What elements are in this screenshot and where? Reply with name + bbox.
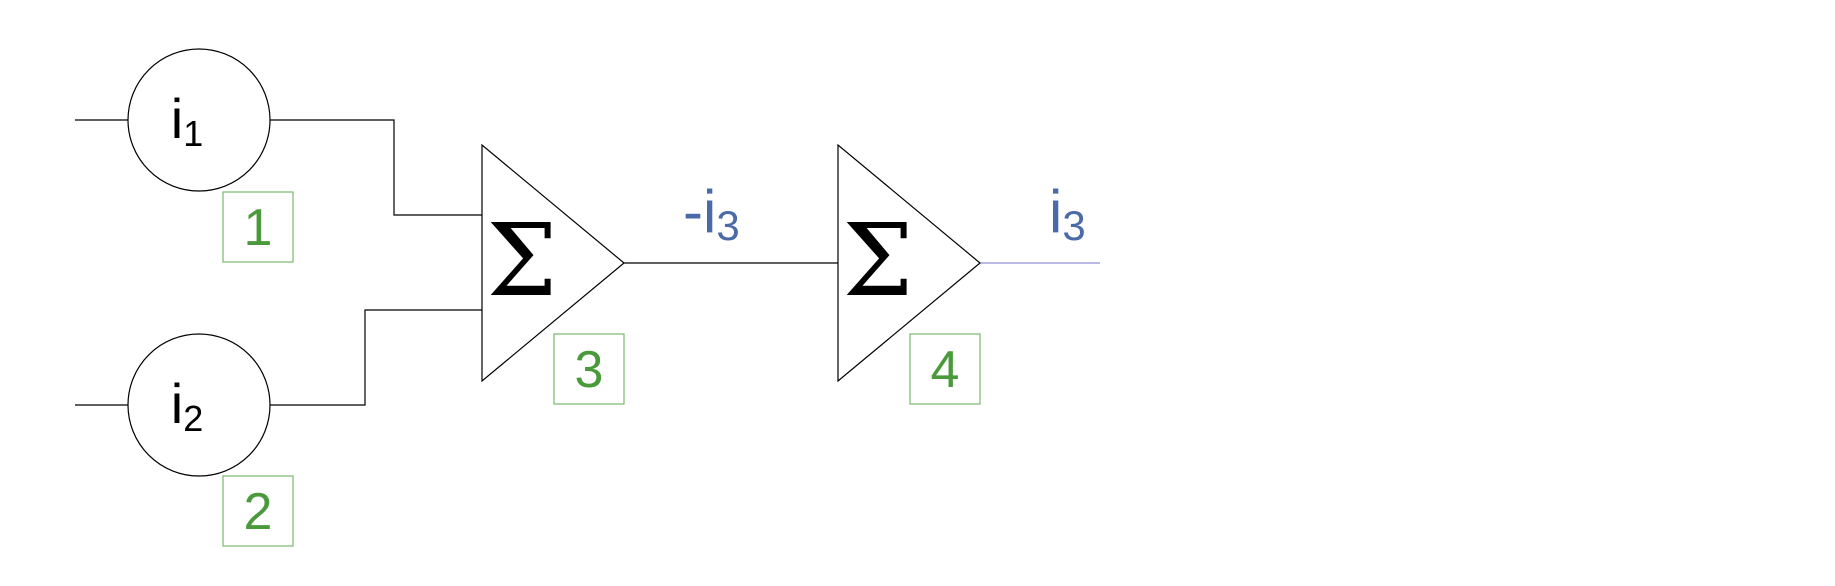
current-source-1: i1 1 [127, 48, 294, 263]
intermediate-signal-label: -i3 [683, 178, 740, 249]
source-1-to-summer-3-wire [270, 119, 482, 216]
source-1-label-sub: 1 [183, 113, 203, 154]
summing-junction-4: Σ 4 [837, 143, 981, 405]
summer-3-number-box [553, 333, 625, 405]
intermediate-signal-sub: 3 [716, 202, 739, 249]
output-signal-sub: 3 [1062, 202, 1085, 249]
summer-4-number: 4 [931, 341, 960, 399]
source-1-number: 1 [244, 199, 273, 257]
source-2-to-summer-3-wire [270, 309, 482, 406]
source-2-label-main: i [171, 372, 183, 435]
intermediate-signal-main: -i [683, 178, 716, 245]
source-2-circle [127, 333, 271, 477]
summer-3-number: 3 [575, 341, 604, 399]
source-1-label-main: i [171, 87, 183, 150]
source-1-circle [127, 48, 271, 192]
source-2-label: i2 [171, 372, 203, 439]
summer-4-triangle [837, 143, 981, 383]
output-signal-main: i [1049, 178, 1062, 245]
source-1-label: i1 [171, 87, 203, 154]
source-2-label-sub: 2 [183, 398, 203, 439]
summer-3-sigma-icon: Σ [487, 202, 558, 319]
source-2-number: 2 [244, 483, 273, 541]
source-2-number-box [222, 475, 294, 547]
output-signal-label: i3 [1049, 178, 1086, 249]
current-source-2: i2 2 [127, 333, 294, 547]
source-1-number-box [222, 191, 294, 263]
summer-3-triangle [481, 143, 625, 383]
wires [75, 119, 1100, 406]
summing-junction-3: Σ 3 [481, 143, 625, 405]
summer-4-number-box [909, 333, 981, 405]
summer-4-sigma-icon: Σ [843, 202, 914, 319]
